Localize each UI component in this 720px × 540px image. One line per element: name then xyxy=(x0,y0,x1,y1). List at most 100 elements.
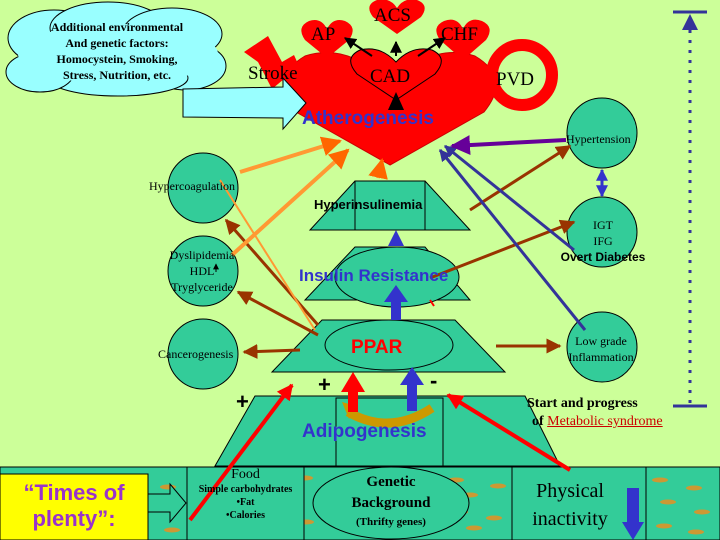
genetic-label: Genetic Background (Thrifty genes) xyxy=(315,472,467,530)
chf-label: CHF xyxy=(441,24,478,45)
atherogenesis-label: Atherogenesis xyxy=(302,108,434,129)
acs-label: ACS xyxy=(374,5,411,26)
arrow-plus-head xyxy=(341,372,365,392)
arrow-plus-shaft xyxy=(348,390,358,412)
arrow-ppar-hypercoag-2 xyxy=(219,179,316,331)
dyslipidemia-label: Dyslipidemia HDL Tryglyceride xyxy=(160,247,244,295)
food-item-1: Simple carbohydrates xyxy=(198,484,293,495)
hypertension-circle xyxy=(566,97,638,169)
physical-line-1: Physical xyxy=(536,480,604,502)
hypercoagulation-circle xyxy=(167,152,239,224)
arrow-inflammation-athero xyxy=(438,149,587,331)
plus-sign-left: + xyxy=(236,389,249,414)
cloud-line-3: Homocystein, Smoking, xyxy=(56,52,178,66)
arrow-minus-shaft xyxy=(407,383,417,411)
ap-label: AP xyxy=(311,24,336,45)
cad-label: CAD xyxy=(370,66,411,87)
feedback-curve xyxy=(345,404,435,428)
arrow-hypertension-athero xyxy=(450,135,567,156)
environmental-arrow xyxy=(182,76,307,131)
inactivity-down-arrow-shaft xyxy=(627,488,639,524)
pvd-ring xyxy=(486,39,558,111)
hypertension-label: Hypertension xyxy=(566,132,631,146)
arrow-minus-head xyxy=(400,367,424,385)
physical-line-2: inactivity xyxy=(532,508,608,530)
arrow-hyperins-hypertension xyxy=(469,144,572,212)
acs-heart xyxy=(369,0,425,34)
pvd-label: PVD xyxy=(496,69,535,90)
dyslipidemia-line-1: Dyslipidemia xyxy=(169,248,235,262)
arrow-cad-ap xyxy=(344,37,373,57)
igt-line-3: Overt Diabetes xyxy=(560,250,646,264)
food-item-3: •Calories xyxy=(225,510,266,521)
genetic-line-3: (Thrifty genes) xyxy=(356,516,426,528)
igt-line-2: IFG xyxy=(593,234,613,248)
igt-line-1: IGT xyxy=(593,218,613,232)
arrow-ppar-ir-head xyxy=(384,285,408,302)
food-item-2: •Fat xyxy=(236,497,255,508)
genetic-line-2: Background xyxy=(351,495,431,511)
arrow-ppar-ir-shaft xyxy=(391,300,401,320)
arrow-food-ppar xyxy=(188,383,294,522)
ap-heart xyxy=(301,20,353,58)
physical-inactivity-label: Physical inactivity xyxy=(512,477,628,533)
cancerogenesis-circle xyxy=(167,318,239,390)
cloud-fill xyxy=(18,24,218,84)
stroke-label: Stroke xyxy=(248,63,298,84)
arrow-ppar-dyslipidemia xyxy=(236,290,319,337)
start-progress-line-1: Start and progress xyxy=(527,396,638,411)
cloud-line-1: Additional environmental xyxy=(50,20,184,34)
start-progress-prefix: of xyxy=(532,414,548,429)
hyperinsulinemia-inner-box xyxy=(354,180,426,231)
cad-heart xyxy=(350,48,442,101)
arrow-cad-chf xyxy=(417,37,446,57)
adipogenesis-label: Adipogenesis xyxy=(302,421,427,442)
arrow-hypercoag-athero xyxy=(239,136,342,174)
arrow-ppar-cancerogenesis xyxy=(242,344,301,360)
arrow-athero-pvd xyxy=(471,87,493,111)
cloud-line-4: Stress, Nutrition, etc. xyxy=(62,68,172,82)
arrow-dyslip-athero xyxy=(230,148,350,257)
start-progress-text: Start and progress of Metabolic syndrome xyxy=(527,395,663,431)
dyslipidemia-line-3: Tryglyceride xyxy=(171,280,233,294)
food-title: Food xyxy=(231,467,260,482)
low-grade-label: Low grade Inflammation xyxy=(557,333,645,365)
low-grade-line-1: Low grade xyxy=(575,334,627,348)
progress-arrow-head xyxy=(682,14,698,30)
cloud-line-2: And genetic factors: xyxy=(65,36,169,50)
arrow-igt-athero xyxy=(444,144,575,252)
plus-sign-mid: + xyxy=(318,372,331,397)
times-line-2: plenty”: xyxy=(32,506,116,531)
times-to-food-arrow xyxy=(147,482,187,524)
arrow-ppar-hypercoagulation xyxy=(224,218,320,326)
ppar-ellipse xyxy=(324,319,454,371)
hypercoagulation-label: Hypercoagulation xyxy=(149,179,235,193)
times-line-1: “Times of xyxy=(23,480,125,505)
food-box xyxy=(186,466,305,540)
inactivity-down-arrow-head xyxy=(622,522,644,540)
minus-sign: - xyxy=(430,368,438,393)
ppar-label: PPAR xyxy=(351,337,403,358)
insulin-resistance-label: Insulin Resistance xyxy=(299,266,449,285)
arrow-hyperins-athero xyxy=(368,158,388,180)
times-of-plenty-label: “Times of plenty”: xyxy=(0,480,148,532)
chf-heart xyxy=(436,19,490,60)
dyslipidemia-line-2: HDL xyxy=(189,264,215,278)
physical-inactivity-box xyxy=(511,466,647,540)
cloud-text: Additional environmental And genetic fac… xyxy=(22,19,212,83)
food-label: Food Simple carbohydrates •Fat •Calories xyxy=(187,467,304,522)
igt-label: IGT IFG Overt Diabetes xyxy=(545,217,661,265)
arrow-ir-hyperins xyxy=(388,230,404,246)
dyslipidemia-circle xyxy=(167,235,239,307)
arrow-ir-tick xyxy=(429,299,435,307)
arrow-athero-cad xyxy=(388,92,404,110)
arrow-inactivity-adipo xyxy=(446,393,572,472)
genetic-line-1: Genetic xyxy=(366,474,416,490)
metabolic-syndrome-link[interactable]: Metabolic syndrome xyxy=(547,414,663,429)
hyperinsulinemia-label: Hyperinsulinemia xyxy=(314,197,423,212)
genetic-background-ellipse xyxy=(312,466,470,540)
low-grade-line-2: Inflammation xyxy=(568,350,634,364)
cancerogenesis-label: Cancerogenesis xyxy=(158,347,234,361)
stroke-lightning-icon xyxy=(244,36,316,104)
